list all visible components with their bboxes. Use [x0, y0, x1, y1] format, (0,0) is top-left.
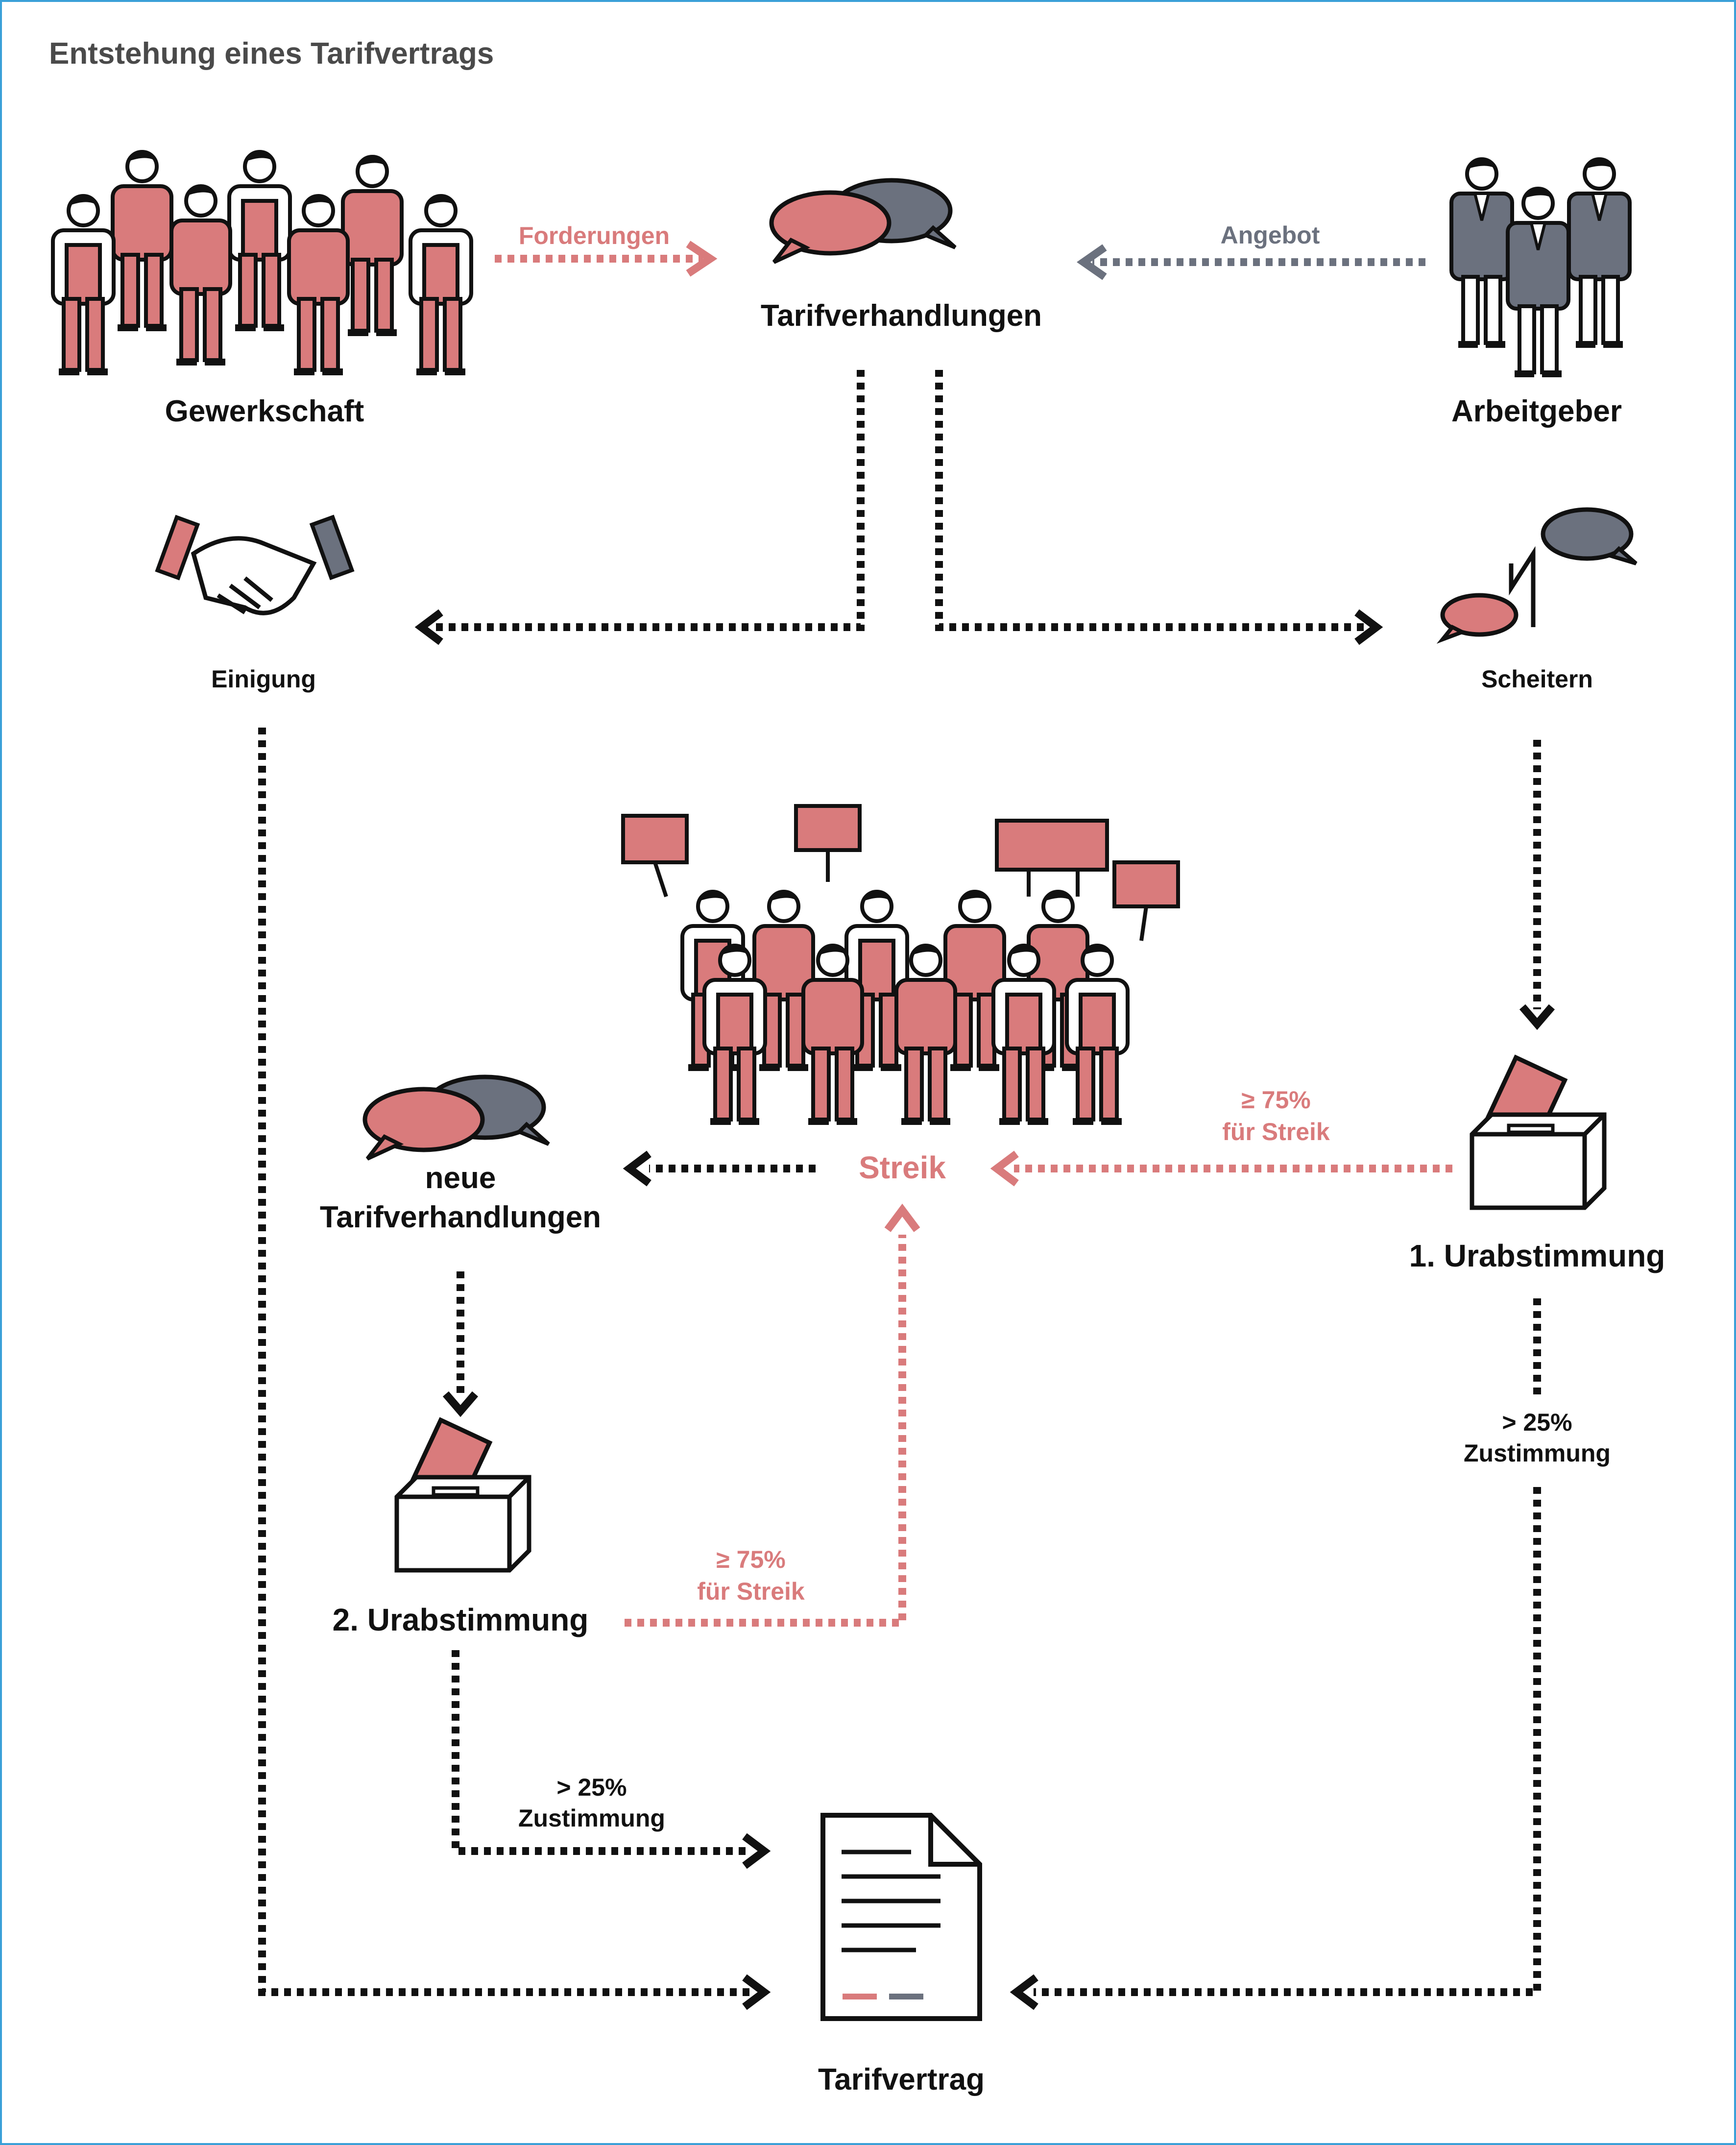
broken-speech-bubbles-icon [1436, 507, 1638, 644]
demands-arrowhead [686, 241, 718, 277]
approval1-to-contract [1034, 1487, 1541, 1996]
employers-group-icon [1451, 159, 1630, 377]
label-approval1-line1: > 25% [1502, 1409, 1572, 1436]
node-streik: Streik [859, 1150, 946, 1185]
arrowhead-scheitern [1354, 609, 1383, 645]
label-angebot: Angebot [1221, 221, 1320, 249]
ballot2-to-contract [452, 1650, 749, 1855]
node-gewerkschaft: Gewerkschaft [165, 394, 364, 428]
workers-group-icon [53, 152, 471, 375]
arrowhead-einigung [414, 609, 443, 645]
einigung-to-contract [258, 728, 749, 1996]
handshake-icon [155, 514, 355, 615]
node-arbeitgeber: Arbeitgeber [1451, 394, 1622, 428]
offer-arrowhead [1077, 244, 1107, 280]
branch-connectors [431, 370, 1367, 631]
speech-bubbles-icon [365, 1077, 549, 1159]
diagram-title: Entstehung eines Tarifvertrags [49, 37, 494, 71]
ballot2-to-streik [625, 1235, 906, 1627]
node-einigung: Einigung [211, 665, 316, 693]
label-strike-vote2-line2: für Streik [697, 1578, 805, 1605]
arrowhead-contract-upper [742, 1833, 771, 1869]
arrowhead-ballot1 [1519, 1004, 1555, 1030]
arrowhead-streik-right [990, 1150, 1019, 1187]
label-approval2-line2: Zustimmung [518, 1804, 665, 1832]
arrowhead-new-negotiations [623, 1150, 651, 1187]
arrowhead-contract-right [1010, 1974, 1038, 2010]
protest-crowd-icon [621, 804, 1180, 1125]
label-strike-vote1-line2: für Streik [1222, 1118, 1330, 1146]
document-icon [820, 1813, 982, 2021]
arrowhead-contract-left [742, 1974, 771, 2010]
label-forderungen: Forderungen [519, 222, 670, 249]
speech-bubbles-icon [772, 180, 955, 262]
arrowhead-streik-up [884, 1203, 920, 1232]
label-strike-vote1-line1: ≥ 75% [1241, 1086, 1310, 1114]
ballot-box-icon [1472, 1057, 1604, 1208]
node-tarifvertrag: Tarifvertrag [818, 2063, 985, 2096]
node-scheitern: Scheitern [1481, 665, 1593, 693]
label-approval2-line1: > 25% [556, 1774, 627, 1801]
node-neue-line1: neue [425, 1161, 496, 1195]
ballot-box-icon [397, 1420, 529, 1570]
label-approval1-line2: Zustimmung [1464, 1439, 1611, 1467]
node-neue-line2: Tarifverhandlungen [320, 1200, 601, 1234]
node-urabstimmung-2: 2. Urabstimmung [333, 1602, 589, 1637]
node-urabstimmung-1: 1. Urabstimmung [1409, 1238, 1665, 1273]
node-tarifverhandlungen: Tarifverhandlungen [761, 299, 1042, 333]
arrowhead-ballot2 [442, 1391, 479, 1417]
label-strike-vote2-line1: ≥ 75% [716, 1546, 785, 1573]
